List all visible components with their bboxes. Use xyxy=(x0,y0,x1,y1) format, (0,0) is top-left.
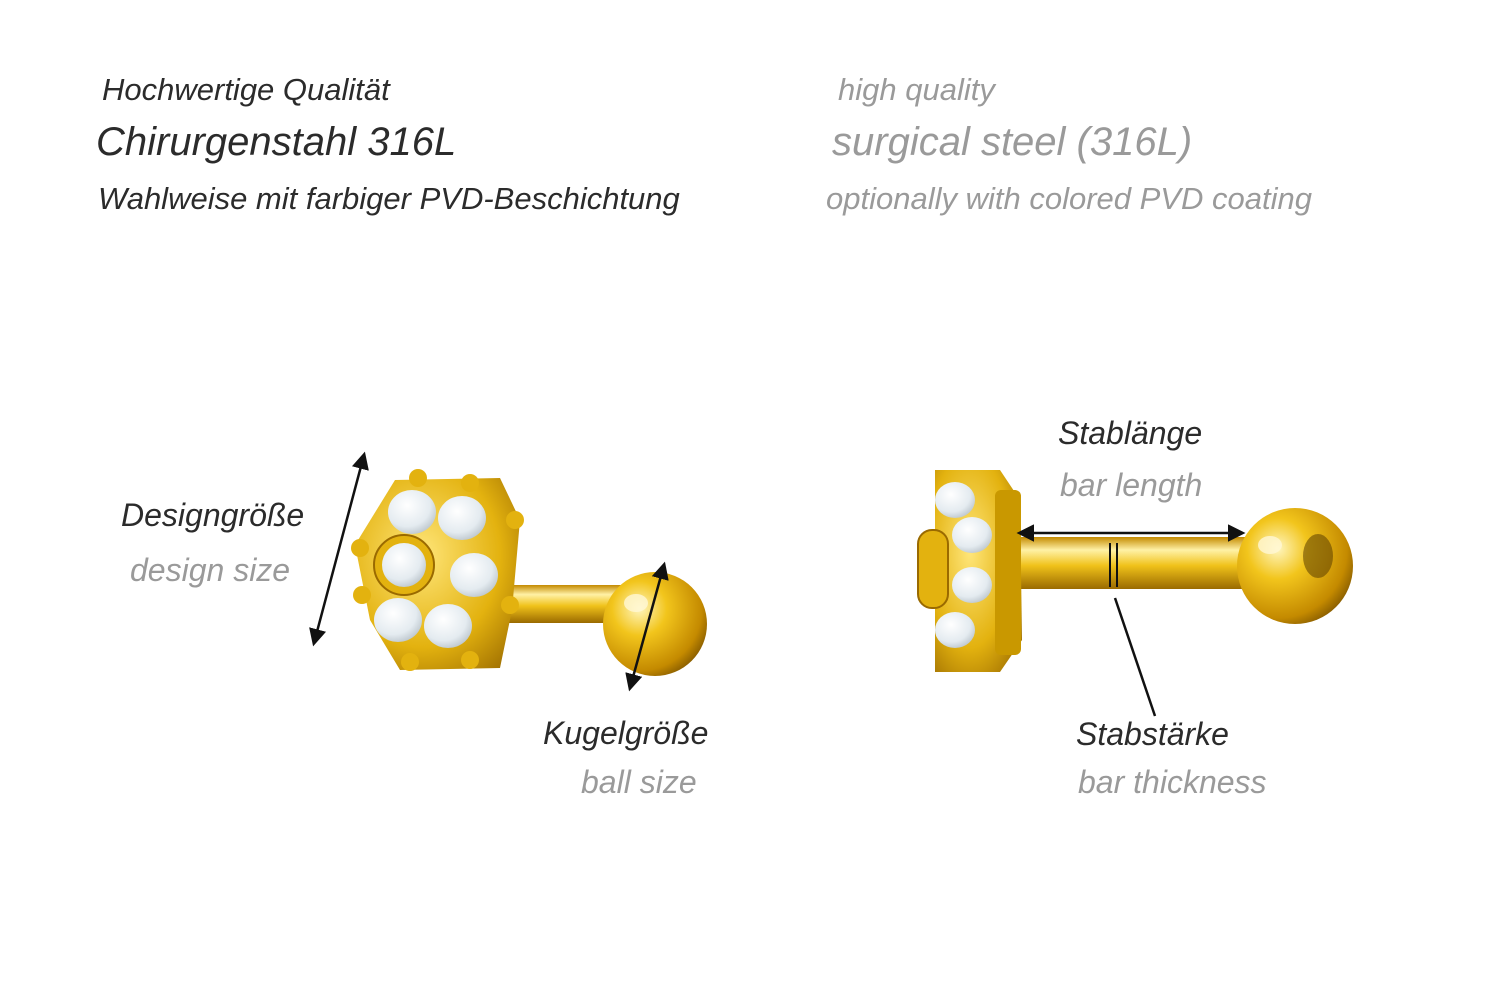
label-design-size-de: Designgröße xyxy=(121,497,305,533)
header-en-quality: high quality xyxy=(838,72,995,107)
header-en-coating: optionally with colored PVD coating xyxy=(826,181,1312,216)
header-en-material: surgical steel (316L) xyxy=(832,120,1193,164)
label-ball-size-en: ball size xyxy=(581,764,697,800)
label-bar-length-en: bar length xyxy=(1060,467,1203,503)
ball-size-arrow-icon xyxy=(625,561,669,692)
bar-thickness-marker-icon xyxy=(1109,543,1157,717)
flower-barbell-side-view-icon xyxy=(917,470,1353,672)
label-bar-thickness-en: bar thickness xyxy=(1078,764,1267,800)
design-size-arrow-icon xyxy=(309,451,369,647)
header-de-coating: Wahlweise mit farbiger PVD-Beschichtung xyxy=(98,181,680,216)
label-ball-size-de: Kugelgröße xyxy=(543,715,709,751)
header-de-quality: Hochwertige Qualität xyxy=(102,72,390,107)
header-de-material: Chirurgenstahl 316L xyxy=(96,120,457,164)
label-bar-length-de: Stablänge xyxy=(1058,415,1203,451)
flower-barbell-front-view-icon xyxy=(351,469,707,676)
label-design-size-en: design size xyxy=(130,552,291,588)
label-bar-thickness-de: Stabstärke xyxy=(1076,716,1229,752)
